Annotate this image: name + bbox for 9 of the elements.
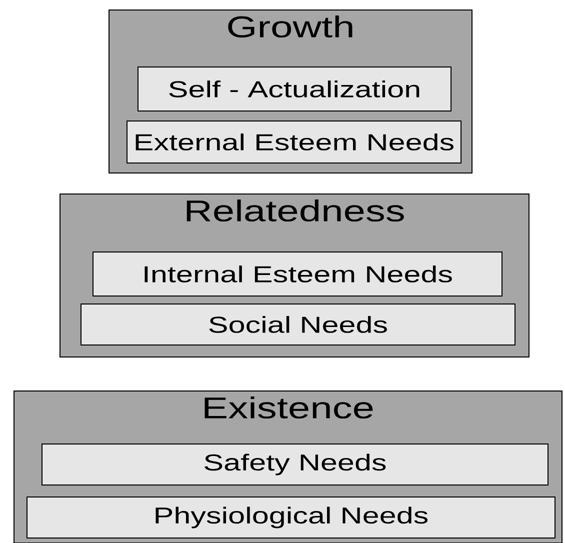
- panel-heading: Growth: [228, 16, 352, 38]
- need-box: Internal Esteem Needs: [92, 252, 502, 296]
- need-box: Social Needs: [80, 303, 516, 346]
- panel-heading: Existence: [204, 396, 373, 419]
- need-box: Safety Needs: [42, 443, 548, 486]
- need-box: Physiological Needs: [26, 496, 556, 538]
- need-box: External Esteem Needs: [126, 120, 462, 164]
- need-box: Self - Actualization: [138, 66, 452, 112]
- panel-heading: Relatedness: [186, 200, 404, 222]
